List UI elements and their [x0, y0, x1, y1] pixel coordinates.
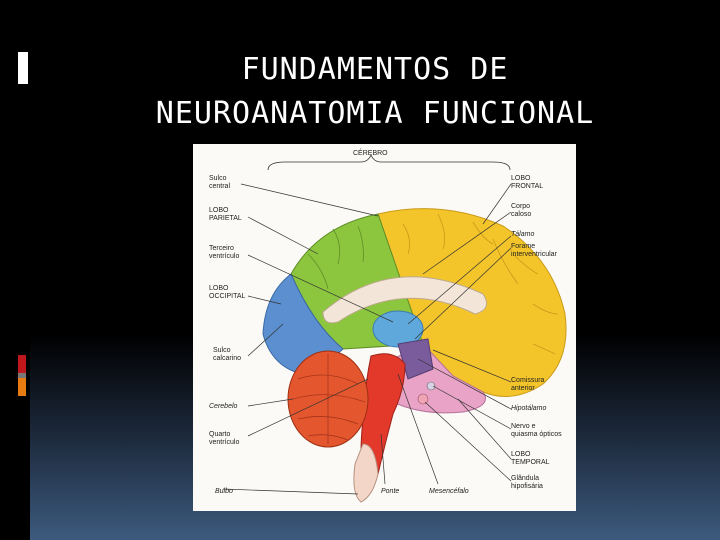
leader-lines — [222, 183, 512, 495]
svg-text:Hipotálamo: Hipotálamo — [511, 405, 547, 412]
gyri-lines — [402, 213, 559, 355]
corpus-callosum — [322, 276, 488, 324]
cerebrum-label: CÉREBRO — [353, 148, 388, 157]
accent-bar-red — [18, 355, 26, 373]
slide-title: FUNDAMENTOS DE NEUROANATOMIA FUNCIONAL — [60, 48, 690, 136]
labels-bottom: Ponte Mesencéfalo — [381, 488, 469, 495]
cerebrum-bracket — [267, 153, 511, 171]
svg-text:Cerebelo: Cerebelo — [209, 403, 238, 410]
accent-bar-gray — [18, 373, 26, 378]
cerebellum — [287, 350, 369, 448]
title-line-1: FUNDAMENTOS DE — [241, 52, 509, 87]
pituitary-gland — [417, 393, 429, 405]
svg-text:Tálamo: Tálamo — [511, 231, 534, 238]
accent-bar-orange — [18, 378, 26, 396]
parietal-gyri — [307, 225, 364, 290]
svg-text:Bulbo: Bulbo — [215, 488, 233, 495]
title-accent-bar — [18, 52, 28, 84]
brain-diagram-svg: CÉREBRO — [209, 148, 567, 503]
thalamus — [372, 310, 424, 348]
svg-text:Ponte: Ponte — [381, 488, 399, 495]
optic-chiasm — [426, 381, 436, 391]
medulla — [353, 443, 379, 503]
svg-text:Mesencéfalo: Mesencéfalo — [429, 488, 469, 495]
title-line-2: NEUROANATOMIA FUNCIONAL — [155, 96, 595, 131]
left-strip — [0, 0, 30, 540]
brain-diagram: CÉREBRO — [193, 144, 576, 511]
